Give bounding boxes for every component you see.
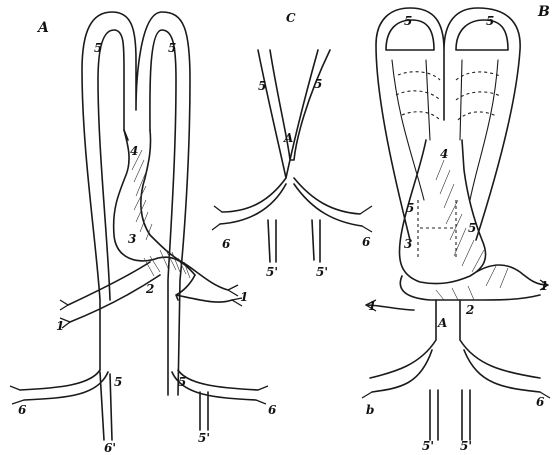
- figure-b-label-5p-right: 5': [460, 439, 472, 453]
- figure-c-label-5p-right: 5': [316, 265, 328, 279]
- figure-b-label-2: 2: [465, 303, 474, 317]
- figure-b-label-1-right: 1: [540, 279, 548, 293]
- figure-b-letter: B: [537, 4, 550, 20]
- figure-c-label-5-right: 5: [314, 77, 322, 91]
- figure-a-label-1-right: 1: [240, 290, 248, 304]
- figure-a-label-5p-right: 5': [198, 431, 210, 445]
- figure-b-label-4: 4: [440, 147, 448, 161]
- figure-b-label-5-mid-left: 5: [406, 201, 414, 215]
- figure-a-label-5-right: 5: [168, 41, 176, 55]
- figure-c-label-6-right: 6: [362, 235, 371, 249]
- figure-a-arch-2: [176, 262, 232, 302]
- figure-b-label-1-left: 1: [368, 299, 376, 313]
- figure-b-label-6-right: 6: [536, 395, 545, 409]
- figure-a-label-4: 4: [130, 144, 138, 158]
- figure-b-central-mass: [399, 140, 548, 300]
- figure-a-label-6-left: 6: [18, 403, 27, 417]
- figure-a-label-5-left: 5: [94, 41, 102, 55]
- figure-a-label-3: 3: [128, 232, 136, 246]
- figure-a-label-5p-left: 6': [104, 441, 116, 455]
- figure-b-trunk-a: [366, 300, 540, 440]
- figure-c-label-5-left: 5: [258, 79, 266, 93]
- figure-b-label-6-left: b: [366, 403, 374, 417]
- figure-a: A 5 5 4 3 2 1 1 5 5 6 6 6' 5': [10, 12, 277, 455]
- figure-a-label-1-left: 1: [56, 319, 64, 333]
- figure-b: B 5 5 4 5 5 3 2 1 1 A b 6 5' 5': [362, 4, 550, 453]
- figure-c-label-5p-left: 5': [266, 265, 278, 279]
- figure-a-label-5-low-right: 5: [178, 375, 186, 389]
- figure-c-label-6-left: 6: [222, 237, 231, 251]
- figure-b-label-a: A: [437, 316, 447, 330]
- figure-a-letter: A: [36, 20, 49, 36]
- figure-c-vessels: [220, 50, 362, 262]
- figure-b-dashed-loops: [396, 72, 500, 260]
- figure-b-label-3: 3: [404, 237, 412, 251]
- figure-c-arrows: [212, 206, 372, 232]
- figure-b-outer-loops: [376, 8, 520, 240]
- figure-b-label-5-top-right: 5: [486, 14, 494, 28]
- figure-b-label-5p-left: 5': [422, 439, 434, 453]
- figure-b-label-5-mid-right: 5: [468, 221, 476, 235]
- figure-a-label-6-right: 6: [268, 403, 277, 417]
- figure-c: C 5 5 A 6 6 5' 5': [212, 11, 372, 279]
- figure-b-inner-tubes: [392, 60, 498, 200]
- figure-a-label-5-low-left: 5: [114, 375, 122, 389]
- figure-a-label-2: 2: [145, 282, 154, 296]
- figure-c-letter: C: [286, 11, 296, 25]
- figure-b-label-5-top-left: 5: [404, 14, 412, 28]
- figure-a-lower-branches: [20, 370, 258, 440]
- figure-c-label-cross: A: [283, 131, 293, 145]
